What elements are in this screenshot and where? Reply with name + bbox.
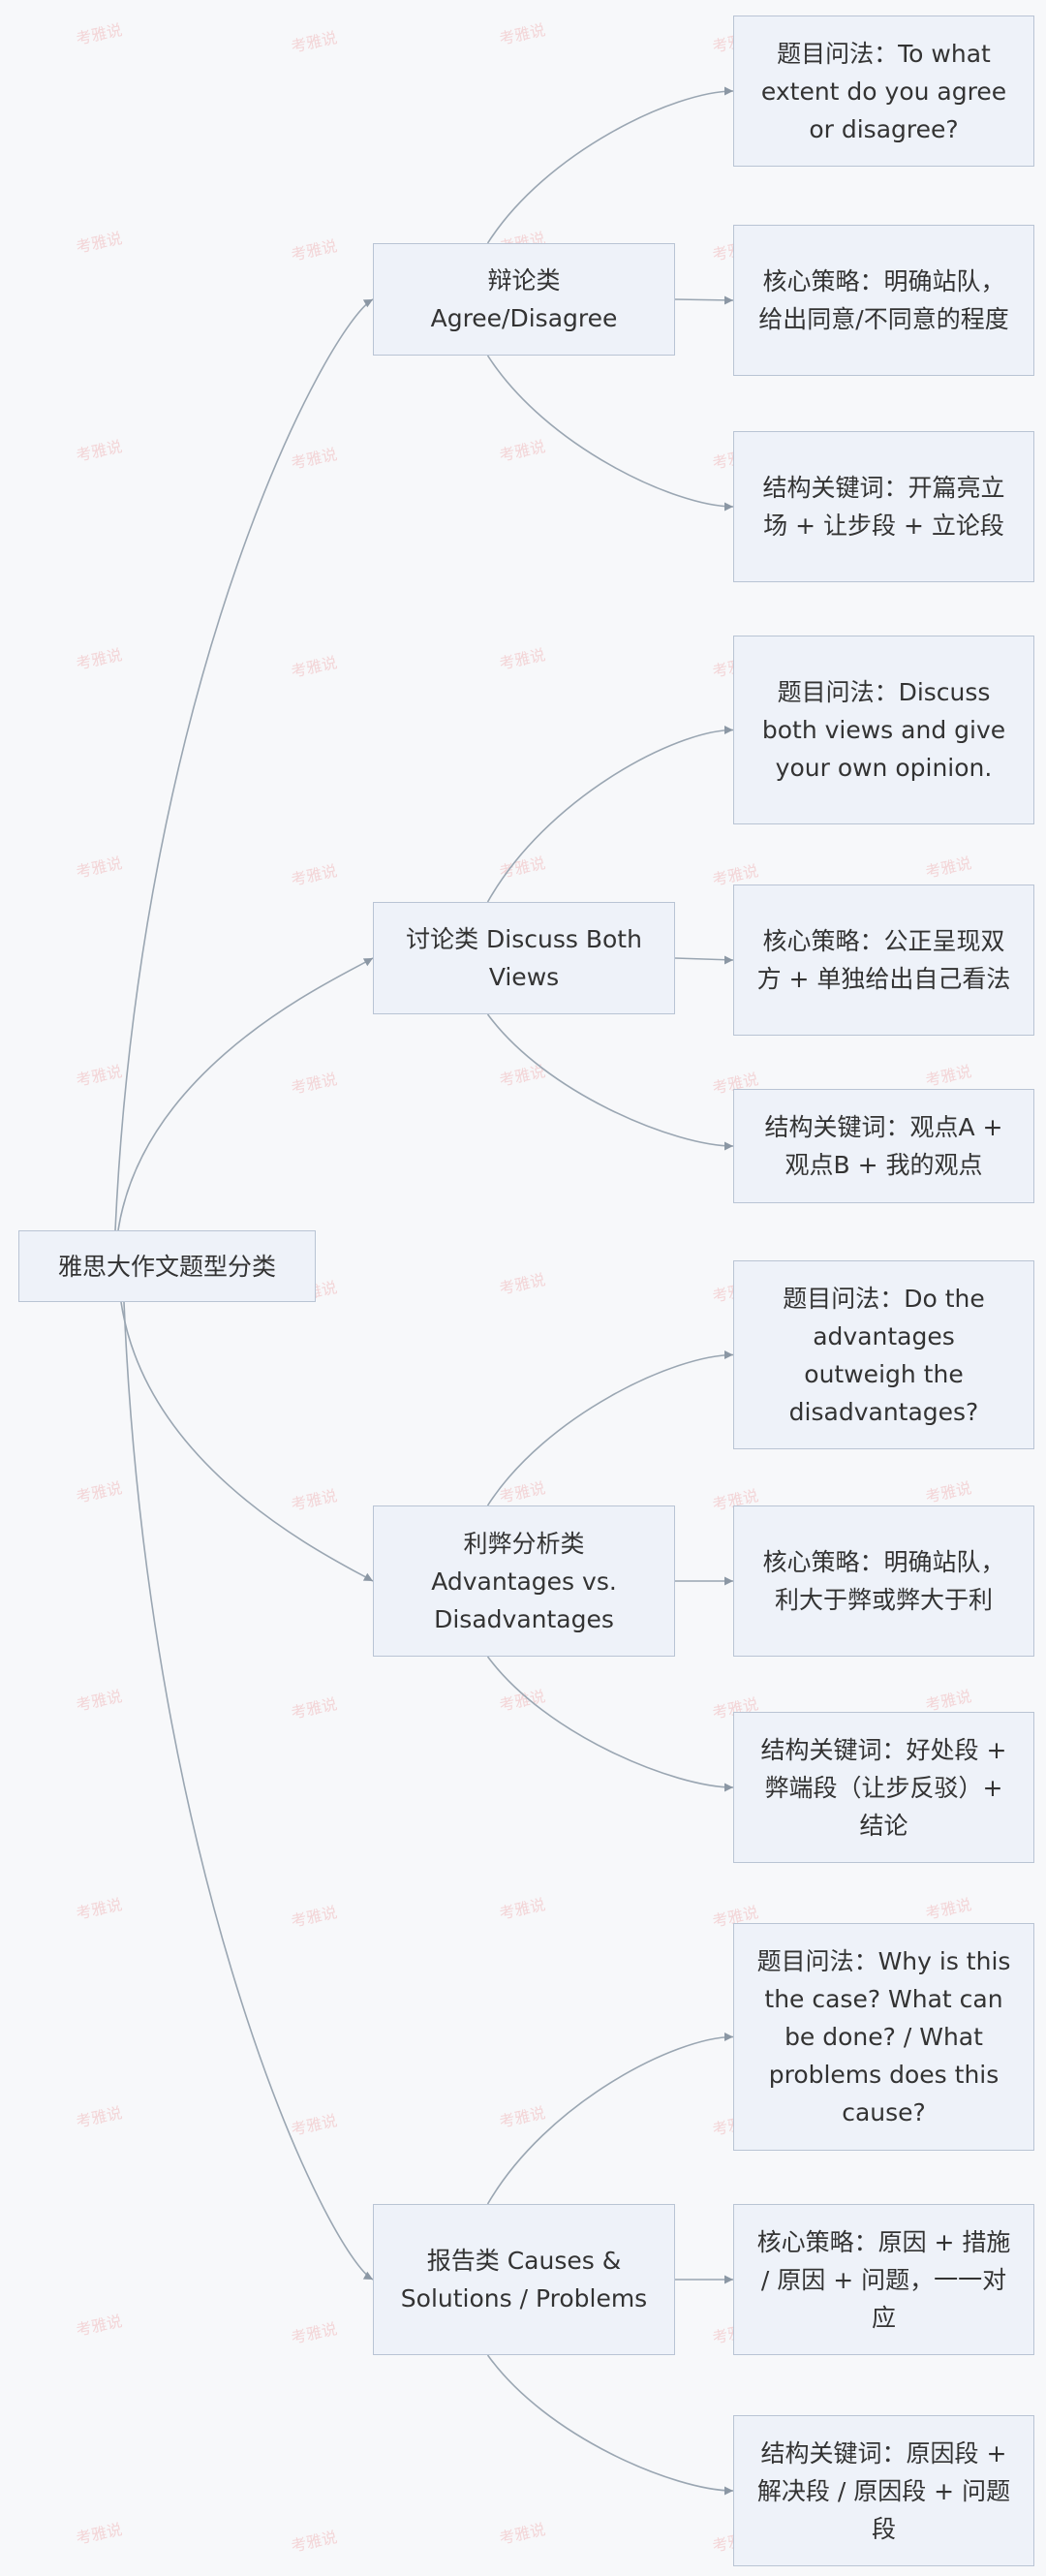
edge-category-1-to-leaf-1 [674,957,734,961]
edge-category-2-to-leaf-2 [486,1656,734,1788]
edge-category-1-to-leaf-2 [486,1013,734,1147]
leaf-node-report-question: 题目问法：Why is this the case? What can be d… [733,1923,1034,2151]
edge-root-to-category-2 [120,1301,374,1582]
edge-category-3-to-leaf-0 [486,2035,734,2205]
edge-root-to-category-0 [114,298,374,1231]
edge-category-0-to-leaf-0 [486,90,734,244]
leaf-node-advantages-strategy: 核心策略：明确站队，利大于弊或弊大于利 [733,1505,1034,1657]
edge-category-3-to-leaf-0-arrowhead [724,2033,733,2041]
edge-category-2-to-leaf-0 [486,1353,734,1506]
edge-category-2-to-leaf-2-arrowhead [724,1783,733,1792]
leaf-node-report-structure: 结构关键词：原因段 + 解决段 / 原因段 + 问题段 [733,2415,1034,2566]
category-node-agree-disagree: 辩论类 Agree/Disagree [373,243,675,356]
leaf-node-agree-strategy: 核心策略：明确站队，给出同意/不同意的程度 [733,225,1034,376]
leaf-node-advantages-structure: 结构关键词：好处段 + 弊端段（让步反驳）+ 结论 [733,1712,1034,1863]
edge-category-1-to-leaf-0 [486,729,734,903]
edge-root-to-category-3 [123,1301,374,2281]
edge-category-3-to-leaf-2 [486,2354,734,2492]
edge-root-to-category-2-arrowhead [362,1572,373,1581]
edge-root-to-category-0-arrowhead [362,299,373,308]
category-node-advantages-disadvantages: 利弊分析类 Advantages vs. Disadvantages [373,1505,675,1657]
edge-category-0-to-leaf-2-arrowhead [724,502,733,512]
leaf-node-advantages-question: 题目问法：Do the advantages outweigh the disa… [733,1260,1034,1449]
edge-root-to-category-1 [117,957,374,1231]
edge-category-1-to-leaf-1-arrowhead [724,955,733,965]
edge-category-0-to-leaf-1 [674,298,734,301]
leaf-node-discuss-structure: 结构关键词：观点A + 观点B + 我的观点 [733,1089,1034,1203]
edge-category-1-to-leaf-2-arrowhead [724,1141,733,1151]
category-node-causes-solutions: 报告类 Causes & Solutions / Problems [373,2204,675,2355]
edge-root-to-category-3-arrowhead [362,2271,373,2280]
edge-category-0-to-leaf-1-arrowhead [724,295,733,305]
edge-category-2-to-leaf-1-arrowhead [724,1576,733,1586]
leaf-node-discuss-question: 题目问法：Discuss both views and give your ow… [733,636,1034,824]
edge-category-2-to-leaf-0-arrowhead [724,1350,733,1359]
leaf-node-discuss-strategy: 核心策略：公正呈现双方 + 单独给出自己看法 [733,885,1034,1036]
edge-category-1-to-leaf-0-arrowhead [724,726,733,734]
leaf-node-agree-structure: 结构关键词：开篇亮立场 + 让步段 + 立论段 [733,431,1034,582]
edge-category-0-to-leaf-0-arrowhead [724,86,733,96]
leaf-node-agree-question: 题目问法：To what extent do you agree or disa… [733,16,1034,167]
edge-category-3-to-leaf-2-arrowhead [724,2486,733,2496]
edge-category-3-to-leaf-1-arrowhead [724,2275,733,2284]
category-node-discuss-both-views: 讨论类 Discuss Both Views [373,902,675,1014]
leaf-node-report-strategy: 核心策略：原因 + 措施 / 原因 + 问题，一一对应 [733,2204,1034,2355]
edge-category-0-to-leaf-2 [486,355,734,508]
edge-root-to-category-1-arrowhead [362,958,373,967]
root-node: 雅思大作文题型分类 [18,1230,316,1302]
